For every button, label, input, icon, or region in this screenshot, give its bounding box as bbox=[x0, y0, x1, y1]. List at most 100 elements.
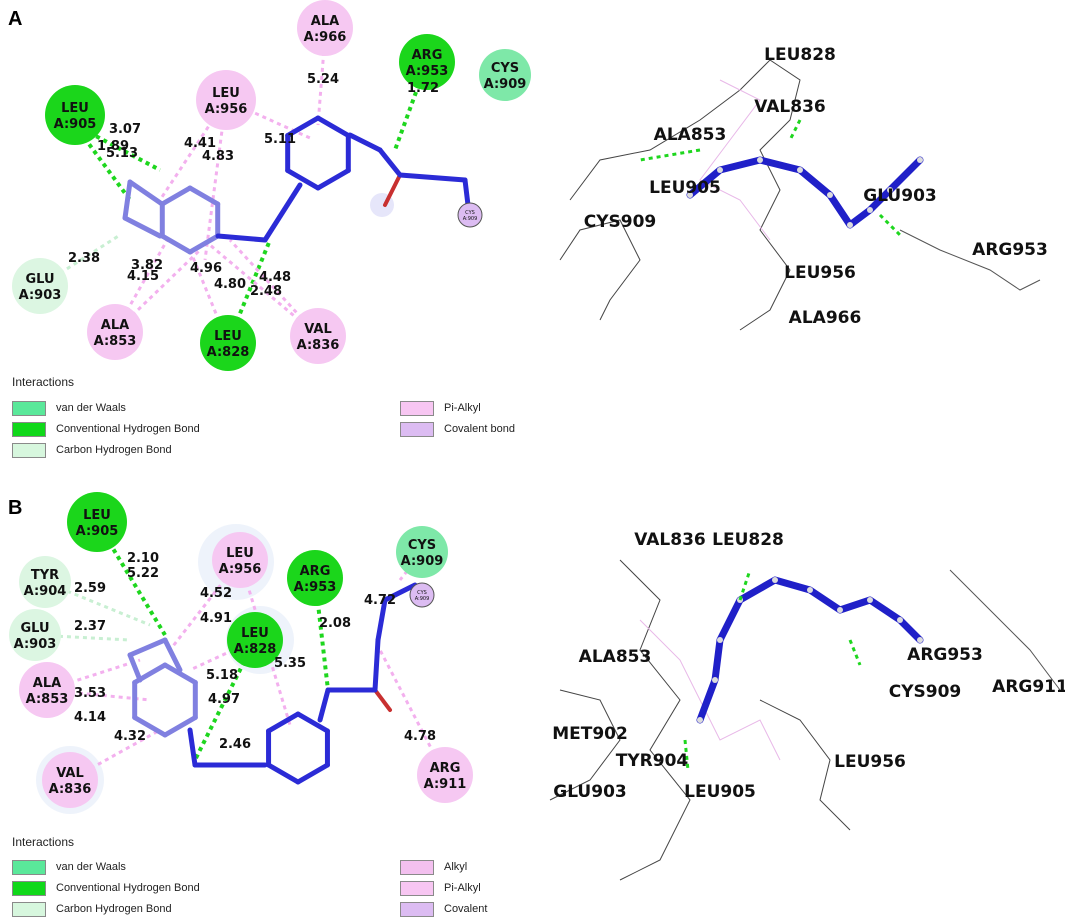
residue-leu-a956-num: A:956 bbox=[219, 562, 262, 577]
residue-glu-a903-chain: GLU bbox=[20, 621, 49, 636]
ligand-stick-atom bbox=[867, 597, 873, 603]
residue-ala-a966-num: A:966 bbox=[304, 30, 347, 45]
legend-a-item: Covalent bond bbox=[400, 421, 515, 437]
ligand-ring-aromatic bbox=[317, 127, 341, 142]
legend-label: Covalent bbox=[444, 903, 488, 915]
ligand-bond bbox=[122, 179, 133, 221]
residue-glu-a903-circle bbox=[12, 258, 68, 314]
legend-label: Covalent bond bbox=[444, 423, 515, 435]
ligand-ring-bond bbox=[159, 185, 193, 207]
distance-label: 4.97 bbox=[208, 692, 240, 707]
protein-wireframe bbox=[899, 229, 1041, 291]
residue-3d-label: LEU956 bbox=[784, 263, 856, 283]
residue-ala-a853-circle bbox=[87, 304, 143, 360]
ligand-ring-aromatic bbox=[142, 674, 166, 689]
ligand-ring-bond bbox=[162, 662, 198, 685]
residue-3d-label: LEU905 bbox=[649, 178, 721, 198]
legend-swatch bbox=[12, 442, 46, 458]
residue-leu-a905-chain: LEU bbox=[83, 508, 111, 523]
hbond-line bbox=[848, 639, 862, 666]
legend-b-item: Covalent bbox=[400, 901, 487, 917]
hbond-line bbox=[878, 213, 902, 237]
protein-wireframe bbox=[619, 559, 691, 881]
legend-label: Conventional Hydrogen Bond bbox=[56, 423, 200, 435]
distance-label: 4.48 bbox=[259, 270, 291, 285]
residue-arg-a953-num: A:953 bbox=[406, 64, 449, 79]
residue-leu-a905-num: A:905 bbox=[54, 117, 97, 132]
legend-a-item: van der Waals bbox=[12, 400, 126, 416]
ligand-stick-atom bbox=[697, 717, 703, 723]
protein-wireframe bbox=[559, 219, 641, 321]
distance-label: 4.78 bbox=[404, 729, 436, 744]
residue-leu-a905-chain: LEU bbox=[61, 101, 89, 116]
covalent-cys-tag-text: CYS bbox=[417, 590, 427, 596]
legend-a-title: Interactions bbox=[12, 375, 75, 389]
ligand-bond bbox=[122, 215, 163, 239]
residue-val-a836-chain: VAL bbox=[56, 766, 84, 781]
residue-3d-label: CYS909 bbox=[889, 682, 962, 702]
ligand-stick-atom bbox=[797, 167, 803, 173]
ligand-stick bbox=[696, 576, 924, 724]
ligand-stick-atom bbox=[717, 167, 723, 173]
distance-label: 4.83 bbox=[202, 149, 234, 164]
ligand-bond bbox=[372, 637, 381, 693]
residue-3d-label: TYR904 bbox=[616, 751, 689, 771]
ligand-ring-bond bbox=[295, 711, 330, 734]
ligand-bond bbox=[215, 233, 268, 243]
ligand-bond bbox=[127, 637, 168, 658]
residue-ala-a966-chain: ALA bbox=[311, 14, 339, 29]
residue-3d-label: ALA966 bbox=[789, 308, 862, 328]
residue-leu-a956-circle bbox=[196, 70, 256, 130]
distance-label: 2.38 bbox=[68, 251, 100, 266]
ligand-bond bbox=[162, 637, 183, 673]
residue-tyr-a904-circle bbox=[19, 556, 71, 608]
distance-label: 5.13 bbox=[106, 146, 138, 161]
alkyl-wireframe bbox=[639, 619, 781, 761]
residue-tyr-a904-chain: TYR bbox=[31, 568, 59, 583]
ligand-bond bbox=[262, 182, 303, 243]
residue-leu-a956-chain: LEU bbox=[212, 86, 240, 101]
residue-cys-a909-chain: CYS bbox=[491, 61, 519, 76]
distance-label: 1.89 bbox=[97, 139, 129, 154]
distance-label: 3.82 bbox=[131, 258, 163, 273]
residue-val-a836-chain: VAL bbox=[304, 322, 332, 337]
residue-3d-label: ARG953 bbox=[972, 240, 1048, 260]
ligand-stick-atom bbox=[837, 607, 843, 613]
distance-label: 4.15 bbox=[127, 269, 159, 284]
distance-label: 4.72 bbox=[364, 593, 396, 608]
ligand-ring-bond bbox=[187, 233, 221, 255]
ligand-ring-bond bbox=[266, 762, 301, 785]
ligand-bond bbox=[317, 687, 331, 723]
ligand-stick-atom bbox=[867, 207, 873, 213]
legend-b-item: Pi-Alkyl bbox=[400, 880, 481, 896]
distance-label: 5.11 bbox=[264, 132, 296, 147]
hbond-line bbox=[639, 148, 701, 162]
ligand-ring-aromatic bbox=[276, 722, 299, 737]
legend-swatch bbox=[12, 400, 46, 416]
ligand-stick-atom bbox=[717, 637, 723, 643]
ligand-stick-atom bbox=[887, 187, 893, 193]
legend-label: Pi-Alkyl bbox=[444, 402, 481, 414]
ligand-ring-bond bbox=[315, 168, 351, 191]
covalent-cys-tag-text: CYS bbox=[465, 210, 475, 216]
residue-3d-label: LEU905 bbox=[684, 782, 756, 802]
hbond-line bbox=[738, 569, 752, 601]
residue-3d-label: MET902 bbox=[552, 724, 628, 744]
distance-label: 4.14 bbox=[74, 710, 106, 725]
residue-arg-a911-circle bbox=[417, 747, 473, 803]
ligand-ring-bond bbox=[132, 715, 168, 738]
distance-label: 2.48 bbox=[250, 284, 282, 299]
residue-leu-a956-num: A:956 bbox=[205, 102, 248, 117]
residue-leu-a828-num: A:828 bbox=[207, 345, 250, 360]
residue-arg-a953-circle bbox=[399, 34, 455, 90]
residue-arg-a953-circle bbox=[287, 550, 343, 606]
legend-a-item: Conventional Hydrogen Bond bbox=[12, 421, 200, 437]
ligand-stick-atom bbox=[917, 157, 923, 163]
residue-glu-a903-circle bbox=[9, 609, 61, 661]
distance-label: 2.46 bbox=[219, 737, 251, 752]
distance-label: 5.22 bbox=[127, 566, 159, 581]
residue-cys-a909-chain: CYS bbox=[408, 538, 436, 553]
residue-leu-a828-circle bbox=[227, 612, 283, 668]
legend-a-item: Pi-Alkyl bbox=[400, 400, 481, 416]
residue-cys-a909-circle bbox=[479, 49, 531, 101]
